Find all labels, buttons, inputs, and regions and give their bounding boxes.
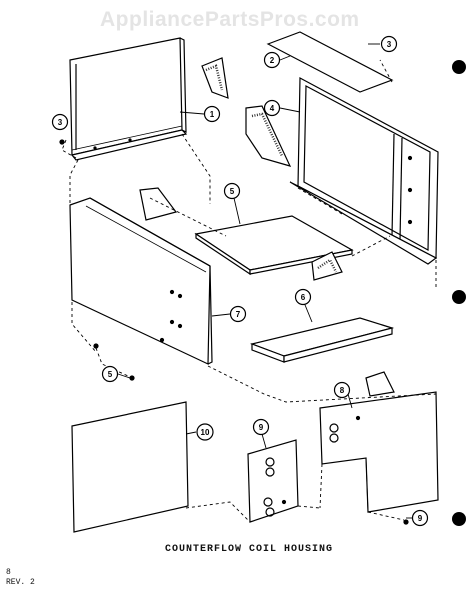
watermark: AppliancePartsPros.com <box>100 8 360 31</box>
callout-10: 10 <box>201 428 210 437</box>
callout-2: 2 <box>270 56 275 65</box>
page-number: 8 <box>6 568 11 577</box>
revision-label: REV. 2 <box>6 578 35 587</box>
callout-8-circle <box>333 381 351 399</box>
part-7-inner-bracket <box>139 187 178 221</box>
screw <box>403 519 409 525</box>
callout-9-bottom: 9 <box>418 514 423 523</box>
callout-7-circle <box>229 305 247 323</box>
callout-9-circle-bottom <box>411 509 429 527</box>
screw <box>59 139 65 145</box>
callout-9-top: 9 <box>259 423 264 432</box>
part-2-top-strip <box>266 31 394 93</box>
callout-10-circle <box>196 423 214 441</box>
part-4-side-panel <box>289 77 439 265</box>
part-1-corner-bracket <box>201 57 229 99</box>
callout-9-circle-top <box>252 418 270 436</box>
binder-hole-middle <box>452 290 466 304</box>
part-6-lower-shelf <box>249 317 395 363</box>
part-8-l-shaped-panel <box>319 391 439 513</box>
callout-bubbles: 1 2 3 3 4 5 5 6 7 8 9 9 10 <box>51 35 429 527</box>
callout-3-top: 3 <box>387 40 392 49</box>
callout-8: 8 <box>340 386 345 395</box>
callout-4: 4 <box>270 104 275 113</box>
callout-7: 7 <box>236 310 241 319</box>
screws <box>59 139 409 525</box>
callout-5-circle-top <box>223 182 241 200</box>
binder-hole-bottom <box>452 512 466 526</box>
screw <box>93 343 99 349</box>
part-9-knockout-panel <box>247 439 299 523</box>
callout-6: 6 <box>301 293 306 302</box>
part-4-corner-bracket <box>245 105 292 167</box>
dashed-leader-lines <box>61 59 437 523</box>
callout-1-circle <box>203 105 221 123</box>
screw <box>129 375 135 381</box>
callout-5-top: 5 <box>230 187 235 196</box>
callout-6-circle <box>294 288 312 306</box>
callout-3-circle-top <box>380 35 398 53</box>
part-5-corner-bracket <box>311 251 343 281</box>
callout-leaders <box>117 43 412 519</box>
callout-4-circle <box>263 99 281 117</box>
part-7-base-housing <box>69 197 213 365</box>
diagram-caption: COUNTERFLOW COIL HOUSING <box>165 544 334 555</box>
callout-3-left: 3 <box>58 118 63 127</box>
part-8-corner-bracket <box>365 371 395 397</box>
callout-1: 1 <box>210 110 215 119</box>
binder-hole-top <box>452 60 466 74</box>
part-1-back-panel <box>69 37 188 161</box>
callout-5-bottom: 5 <box>108 370 113 379</box>
callout-2-circle <box>263 51 281 69</box>
callout-5-circle-bottom <box>101 365 119 383</box>
part-10-flat-panel <box>71 401 189 533</box>
callout-3-circle-left <box>51 113 69 131</box>
